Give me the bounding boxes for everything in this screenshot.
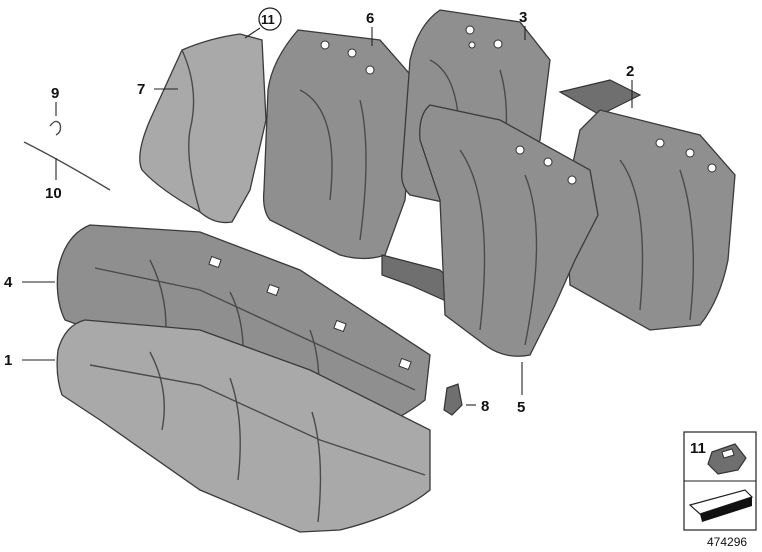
leader-lines [22,26,633,406]
callout-11: 11 [261,12,275,27]
part-7-side-panel [139,33,267,224]
part-8-clip [443,383,463,416]
catalog-number: 474296 [707,535,747,549]
callout-labels: 1 2 3 4 5 6 7 8 9 10 11 [4,7,634,416]
clip-icon [707,443,747,475]
callout-6: 6 [366,10,374,27]
callout-8: 8 [481,398,489,415]
callout-1: 1 [4,352,12,369]
legend-item-number: 11 [690,440,706,457]
legend-box: 11 [683,431,757,531]
callout-2: 2 [626,63,634,80]
callout-9: 9 [51,85,59,102]
part-5-backrest-center [381,104,599,357]
car-body-outline-icon [688,489,754,522]
part-2-backrest-right [558,79,736,331]
part-6-backrest-frame [262,29,416,260]
callout-3: 3 [519,9,527,26]
callout-4: 4 [4,274,13,291]
part-10-wire-rod [23,141,111,191]
part-1-seat-cushion-lower [56,319,431,533]
part-9-spring-clip [49,120,62,136]
callout-5: 5 [517,399,525,416]
callout-11-circle [258,7,282,31]
callout-7: 7 [137,81,145,98]
callout-10: 10 [45,185,62,202]
